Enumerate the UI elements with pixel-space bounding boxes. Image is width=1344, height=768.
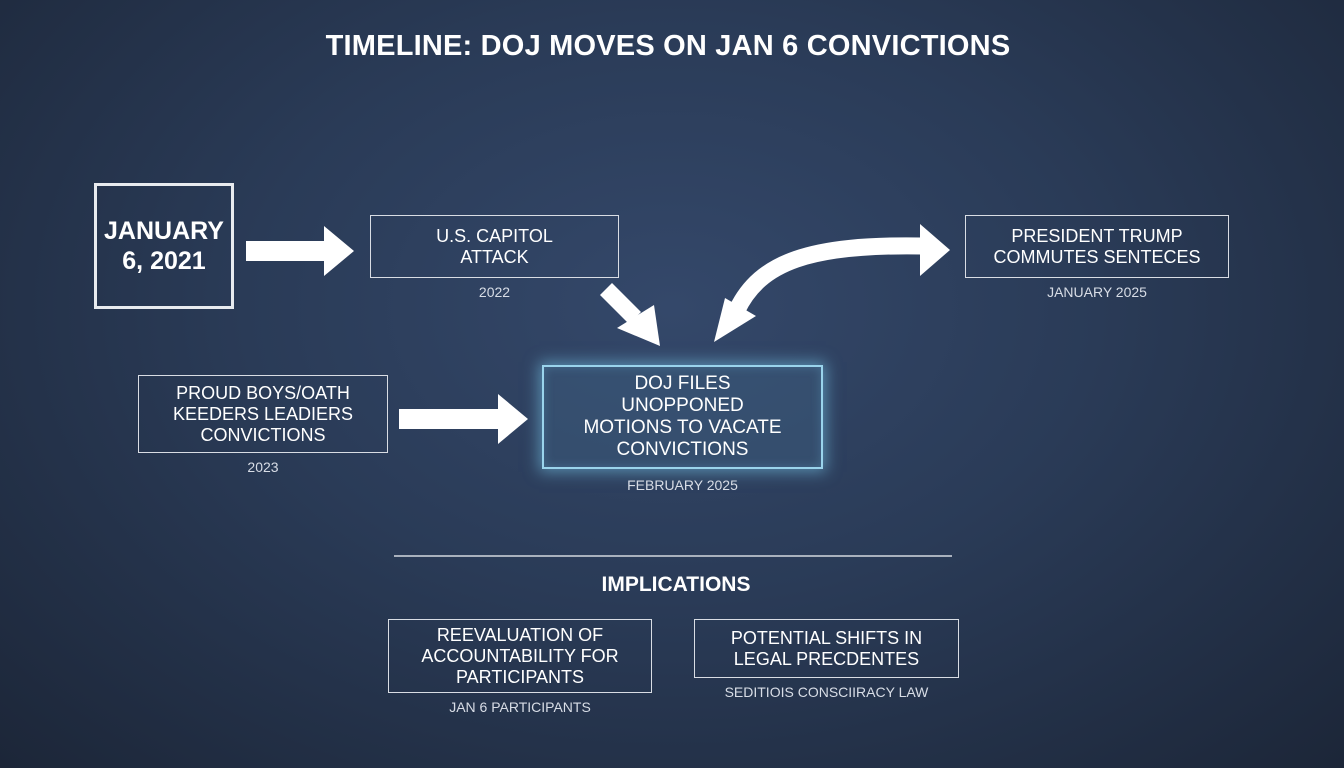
arrow-doj-trump-curve [714,224,950,342]
implication-reevaluation: REEVALUATION OF ACCOUNTABILITY FOR PARTI… [388,619,652,693]
implication-reevaluation-label: REEVALUATION OF ACCOUNTABILITY FOR PARTI… [421,624,619,687]
implication-legal-precedents-caption: SEDITIOIS CONSCIIRACY LAW [724,684,929,700]
event-trump-commutes: PRESIDENT TRUMP COMMUTES SENTECES [965,215,1229,278]
implication-legal-precedents: POTENTIAL SHIFTS IN LEGAL PRECDENTES [694,619,959,678]
event-doj-date: FEBRUARY 2025 [627,477,738,493]
event-capitol-date: 2022 [478,284,511,300]
event-start-january-6-2021: JANUARY 6, 2021 [94,183,234,309]
implications-title: IMPLICATIONS [601,573,751,596]
event-proud-boys-convictions: PROUD BOYS/OATH KEEDERS LEADIERS CONVICT… [138,375,388,453]
event-capitol-label: U.S. CAPITOL ATTACK [436,225,553,267]
event-doj-motions: DOJ FILES UNOPPONED MOTIONS TO VACATE CO… [542,365,823,469]
event-trump-date: JANUARY 2025 [1047,284,1147,300]
event-capitol-attack: U.S. CAPITOL ATTACK [370,215,619,278]
arrow-start-to-capitol [246,226,354,276]
section-divider [394,555,952,557]
event-doj-label: DOJ FILES UNOPPONED MOTIONS TO VACATE CO… [583,373,782,460]
arrow-capitol-to-doj [599,282,660,346]
event-start-label: JANUARY 6, 2021 [104,217,224,275]
event-trump-label: PRESIDENT TRUMP COMMUTES SENTECES [993,225,1201,267]
implication-legal-precedents-label: POTENTIAL SHIFTS IN LEGAL PRECDENTES [730,627,923,669]
event-proud-boys-label: PROUD BOYS/OATH KEEDERS LEADIERS CONVICT… [172,382,354,445]
arrow-proudboys-to-doj [399,394,528,444]
implication-reevaluation-caption: JAN 6 PARTICIPANTS [449,699,591,715]
page-title: TIMELINE: DOJ MOVES ON JAN 6 CONVICTIONS [325,30,1011,62]
event-proud-boys-date: 2023 [247,459,279,475]
